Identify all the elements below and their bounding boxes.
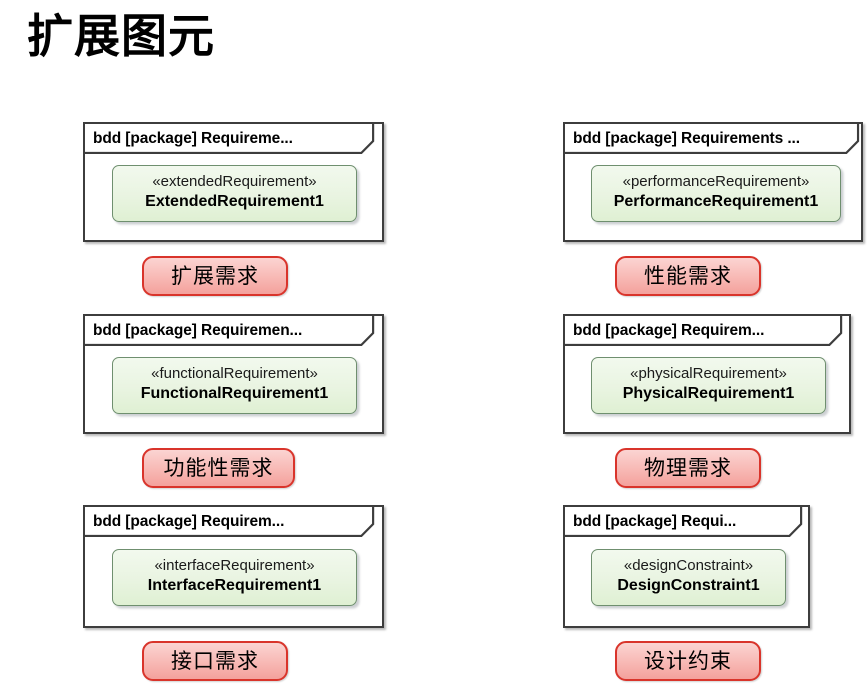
frame-tab-shape-icon [85, 507, 375, 537]
bdd-frame-header: bdd [package] Requirem... [565, 316, 849, 346]
bdd-frame-body: «designConstraint» DesignConstraint1 [565, 537, 808, 628]
node-stereotype: «functionalRequirement» [151, 365, 318, 382]
bdd-frame-body: «extendedRequirement» ExtendedRequiremen… [85, 154, 382, 242]
node-name: ExtendedRequirement1 [145, 193, 324, 210]
frame-tab-shape-icon [565, 124, 860, 154]
bdd-frame-header: bdd [package] Requirements ... [565, 124, 861, 154]
caption-badge-label: 功能性需求 [163, 456, 274, 480]
caption-badge-label: 设计约束 [644, 649, 732, 673]
bdd-frame-title: bdd [package] Requireme... [93, 130, 293, 147]
frame-tab-shape-icon [565, 316, 843, 346]
caption-badge-label: 扩展需求 [171, 264, 259, 288]
bdd-frame-title: bdd [package] Requi... [573, 513, 737, 530]
diagram-cell-functional-requirement: bdd [package] Requiremen... «functionalR… [83, 314, 386, 488]
bdd-frame-title: bdd [package] Requirements ... [573, 130, 800, 147]
node-stereotype: «interfaceRequirement» [154, 557, 315, 574]
caption-badge-label: 性能需求 [644, 264, 732, 288]
bdd-frame-title: bdd [package] Requiremen... [93, 322, 303, 339]
diagram-cell-interface-requirement: bdd [package] Requirem... «interfaceRequ… [83, 505, 386, 681]
bdd-frame[interactable]: bdd [package] Requirements ... «performa… [563, 122, 863, 242]
bdd-frame-header: bdd [package] Requiremen... [85, 316, 382, 346]
node-stereotype: «physicalRequirement» [630, 365, 787, 382]
requirement-node[interactable]: «extendedRequirement» ExtendedRequiremen… [112, 165, 357, 222]
diagram-cell-performance-requirement: bdd [package] Requirements ... «performa… [563, 122, 865, 296]
caption-badge-label: 物理需求 [644, 456, 732, 480]
frame-tab-shape-icon [565, 507, 803, 537]
requirement-node[interactable]: «functionalRequirement» FunctionalRequir… [112, 357, 357, 414]
caption-badge-label: 接口需求 [171, 649, 259, 673]
caption-badge[interactable]: 接口需求 [142, 641, 288, 681]
caption-badge[interactable]: 性能需求 [615, 256, 761, 296]
node-name: InterfaceRequirement1 [147, 577, 322, 594]
bdd-frame[interactable]: bdd [package] Requirem... «physicalRequi… [563, 314, 851, 434]
bdd-frame[interactable]: bdd [package] Requiremen... «functionalR… [83, 314, 384, 434]
node-name: FunctionalRequirement1 [140, 385, 329, 402]
page-title: 扩展图元 [27, 10, 215, 62]
node-stereotype: «performanceRequirement» [622, 173, 810, 190]
bdd-frame[interactable]: bdd [package] Requi... «designConstraint… [563, 505, 810, 628]
frame-tab-shape-icon [85, 124, 375, 154]
bdd-frame-body: «physicalRequirement» PhysicalRequiremen… [565, 346, 849, 434]
caption-badge[interactable]: 扩展需求 [142, 256, 288, 296]
caption-badge[interactable]: 物理需求 [615, 448, 761, 488]
node-name: PerformanceRequirement1 [613, 193, 819, 210]
bdd-frame-body: «interfaceRequirement» InterfaceRequirem… [85, 537, 382, 628]
requirement-node[interactable]: «interfaceRequirement» InterfaceRequirem… [112, 549, 357, 606]
bdd-frame[interactable]: bdd [package] Requireme... «extendedRequ… [83, 122, 384, 242]
frame-tab-shape-icon [85, 316, 375, 346]
diagram-cell-design-constraint: bdd [package] Requi... «designConstraint… [563, 505, 812, 681]
node-stereotype: «designConstraint» [623, 557, 754, 574]
caption-badge[interactable]: 设计约束 [615, 641, 761, 681]
bdd-frame-body: «performanceRequirement» PerformanceRequ… [565, 154, 861, 242]
requirement-node[interactable]: «performanceRequirement» PerformanceRequ… [591, 165, 841, 222]
bdd-frame-header: bdd [package] Requi... [565, 507, 808, 537]
bdd-frame-header: bdd [package] Requirem... [85, 507, 382, 537]
node-stereotype: «extendedRequirement» [152, 173, 317, 190]
bdd-frame-header: bdd [package] Requireme... [85, 124, 382, 154]
diagram-cell-physical-requirement: bdd [package] Requirem... «physicalRequi… [563, 314, 853, 488]
caption-badge[interactable]: 功能性需求 [142, 448, 295, 488]
bdd-frame-title: bdd [package] Requirem... [573, 322, 765, 339]
requirement-node[interactable]: «physicalRequirement» PhysicalRequiremen… [591, 357, 826, 414]
node-name: PhysicalRequirement1 [622, 385, 795, 402]
bdd-frame[interactable]: bdd [package] Requirem... «interfaceRequ… [83, 505, 384, 628]
diagram-cell-extended-requirement: bdd [package] Requireme... «extendedRequ… [83, 122, 386, 296]
node-name: DesignConstraint1 [617, 577, 760, 594]
bdd-frame-body: «functionalRequirement» FunctionalRequir… [85, 346, 382, 434]
requirement-node[interactable]: «designConstraint» DesignConstraint1 [591, 549, 786, 606]
bdd-frame-title: bdd [package] Requirem... [93, 513, 285, 530]
